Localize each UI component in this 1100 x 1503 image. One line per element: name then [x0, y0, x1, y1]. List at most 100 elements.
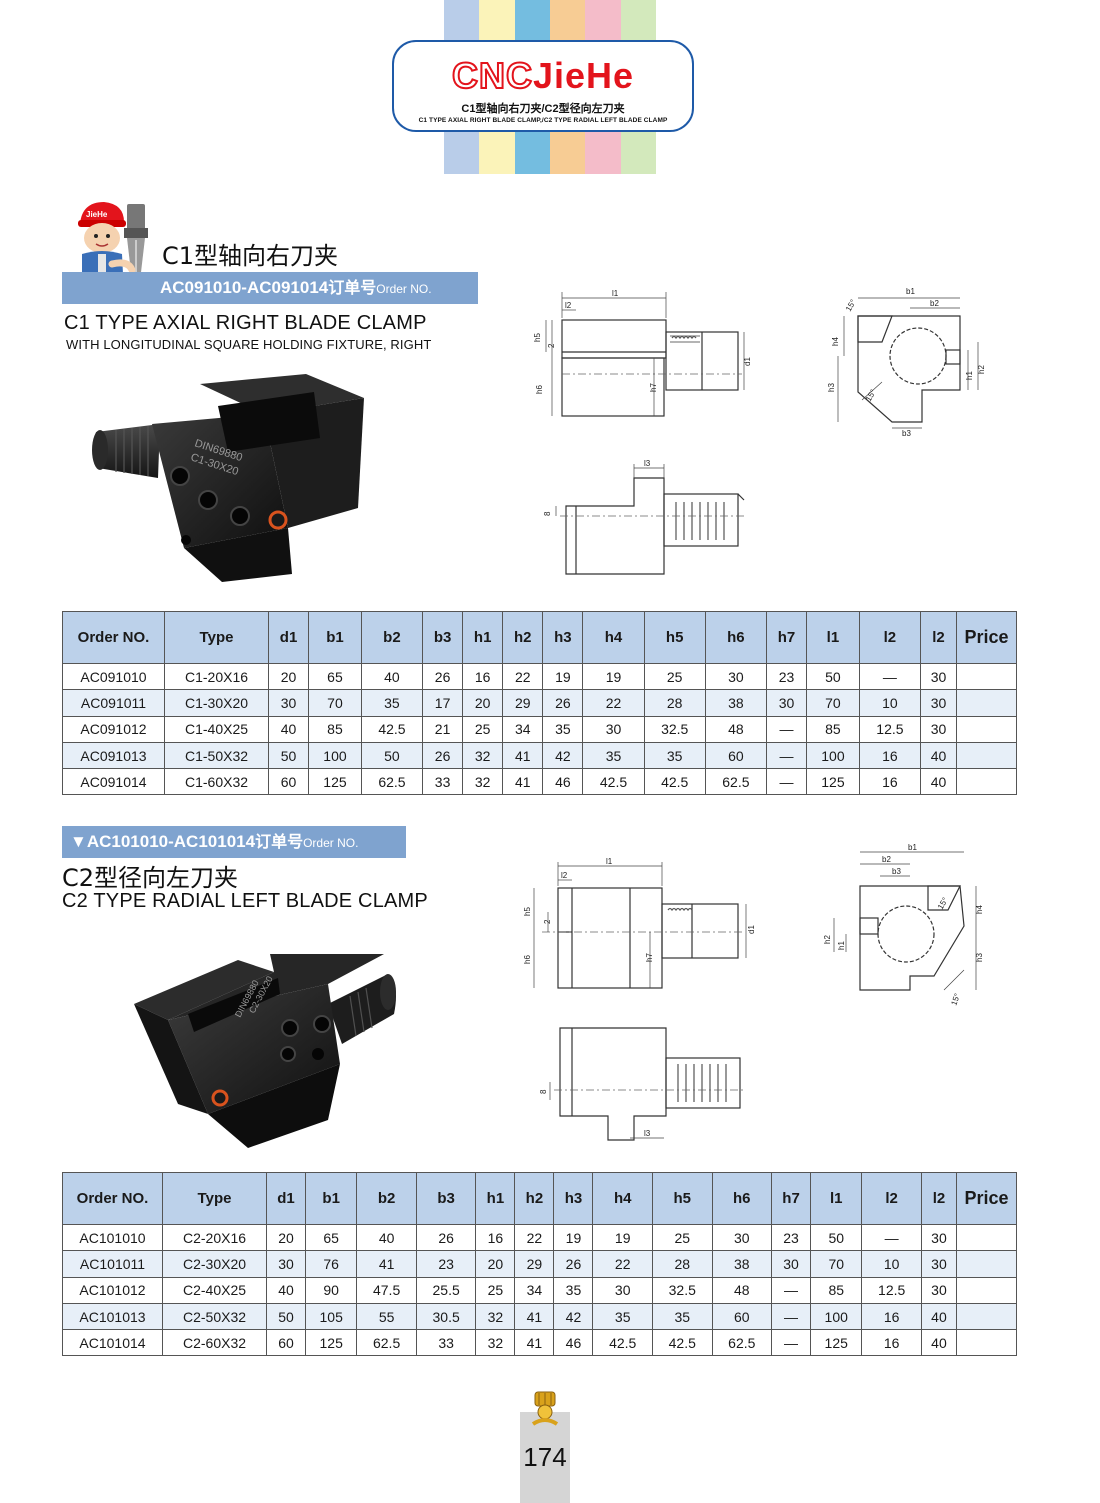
table-cell: 25.5 [415, 1276, 477, 1304]
table-header-row: Order NO. Type d1 b1 b2 b3 h1 h2 h3 h4 h… [62, 611, 1017, 664]
table-cell: 30 [920, 662, 957, 691]
table-cell: 40 [920, 1302, 958, 1331]
brand-logo: CNCJieHe C1型轴向右刀夹/C2型径向左刀夹 C1 TYPE AXIAL… [392, 40, 694, 132]
c2-front-view-drawing: b1 b2 b3 h4 h3 h2 h1 15° 15° [823, 843, 984, 1007]
table-cell: C1-20X16 [164, 662, 269, 691]
table-cell: 40 [360, 662, 424, 691]
table-cell [956, 768, 1017, 796]
table-cell: 26 [542, 689, 584, 717]
svg-text:b3: b3 [892, 867, 901, 876]
svg-text:b1: b1 [908, 843, 917, 852]
table-cell: 100 [806, 741, 860, 770]
table-cell: 55 [356, 1302, 417, 1331]
table-cell: 46 [542, 768, 584, 796]
table-cell: 48 [704, 715, 767, 743]
page-number: 174 [523, 1442, 567, 1472]
svg-text:h5: h5 [523, 907, 532, 916]
table-cell: 30 [920, 1223, 958, 1252]
table-cell: 25 [651, 1223, 713, 1252]
logo-subtitle-en: C1 TYPE AXIAL RIGHT BLADE CLAMP,/C2 TYPE… [418, 117, 668, 124]
table-cell: 35 [542, 715, 584, 743]
table-cell: 20 [265, 1223, 307, 1252]
svg-text:15°: 15° [844, 298, 858, 313]
svg-text:h5: h5 [533, 333, 542, 342]
table-cell: C2-30X20 [162, 1250, 267, 1278]
svg-text:l2: l2 [565, 301, 572, 310]
c2-clamp-photo: DIN69880 C2-30X20 [134, 954, 396, 1148]
svg-text:d1: d1 [743, 357, 752, 366]
table-cell: 30 [920, 715, 957, 743]
table-cell: 30 [265, 1250, 307, 1278]
col-b3: b3 [422, 611, 464, 664]
table-cell [956, 1250, 1017, 1278]
col-h2: h2 [514, 1172, 555, 1225]
tool-mascot-icon [531, 1391, 559, 1426]
table-cell: 42.5 [643, 768, 706, 796]
table-cell: 41 [356, 1250, 417, 1278]
col-l2a: l2 [858, 611, 922, 664]
col-price: Price [956, 611, 1017, 664]
table-cell: 90 [305, 1276, 358, 1304]
svg-text:h6: h6 [535, 385, 544, 394]
col-h3: h3 [553, 1172, 594, 1225]
table-cell [956, 1276, 1017, 1304]
col-b2: b2 [356, 1172, 417, 1225]
table-cell: 30 [920, 1276, 958, 1304]
table-cell: 125 [806, 768, 860, 796]
svg-text:h1: h1 [965, 371, 974, 380]
table-cell: C2-40X25 [162, 1276, 267, 1304]
table-cell: AC101013 [62, 1302, 163, 1331]
table-cell: 41 [502, 768, 544, 796]
section2-order-bar: ▼AC101010-AC101014订单号Order NO. [62, 826, 406, 858]
table-cell: 41 [514, 1329, 555, 1357]
table-cell: 12.5 [858, 715, 922, 743]
svg-text:h1: h1 [837, 941, 846, 950]
table-cell: 50 [360, 741, 424, 770]
mascot-icon: JieHe [78, 202, 148, 304]
table-cell: 50 [810, 1223, 863, 1252]
table-cell: C2-60X32 [162, 1329, 267, 1357]
col-h6: h6 [704, 611, 767, 664]
table-cell: 35 [651, 1302, 713, 1331]
table-cell: 60 [711, 1302, 773, 1331]
table-cell: 33 [422, 768, 464, 796]
table-cell: 100 [308, 741, 362, 770]
section2-en-title: C2 TYPE RADIAL LEFT BLADE CLAMP [62, 890, 428, 912]
table-cell: 19 [542, 662, 584, 691]
table-cell: — [771, 1329, 812, 1357]
table-cell: 62.5 [711, 1329, 773, 1357]
col-b1: b1 [305, 1172, 358, 1225]
table-cell: 20 [475, 1250, 516, 1278]
table-cell: 30 [920, 689, 957, 717]
col-l2b: l2 [920, 1172, 958, 1225]
svg-text:2: 2 [543, 919, 552, 924]
svg-text:h3: h3 [975, 953, 984, 962]
col-b1: b1 [308, 611, 362, 664]
svg-text:h4: h4 [831, 337, 840, 346]
table-cell: 70 [308, 689, 362, 717]
table-cell: 30.5 [415, 1302, 477, 1331]
table-cell: 16 [858, 768, 922, 796]
table-cell: AC101010 [62, 1223, 163, 1252]
logo-wordmark: CNCJieHe [451, 55, 635, 97]
c2-side-view-drawing: l1 l2 h5 2 h6 h7 d1 [523, 857, 756, 989]
table-cell: 40 [920, 741, 957, 770]
table-cell [956, 741, 1017, 770]
svg-text:l1: l1 [612, 289, 619, 298]
table-cell: — [765, 741, 808, 770]
col-h5: h5 [651, 1172, 713, 1225]
table-cell: 85 [308, 715, 362, 743]
col-l2b: l2 [920, 611, 957, 664]
col-b2: b2 [360, 611, 424, 664]
table-cell: 25 [643, 662, 706, 691]
table-cell: 42.5 [651, 1329, 713, 1357]
table-cell: 29 [502, 689, 544, 717]
col-h1: h1 [475, 1172, 516, 1225]
table-cell: 35 [592, 1302, 653, 1331]
col-l1: l1 [810, 1172, 863, 1225]
